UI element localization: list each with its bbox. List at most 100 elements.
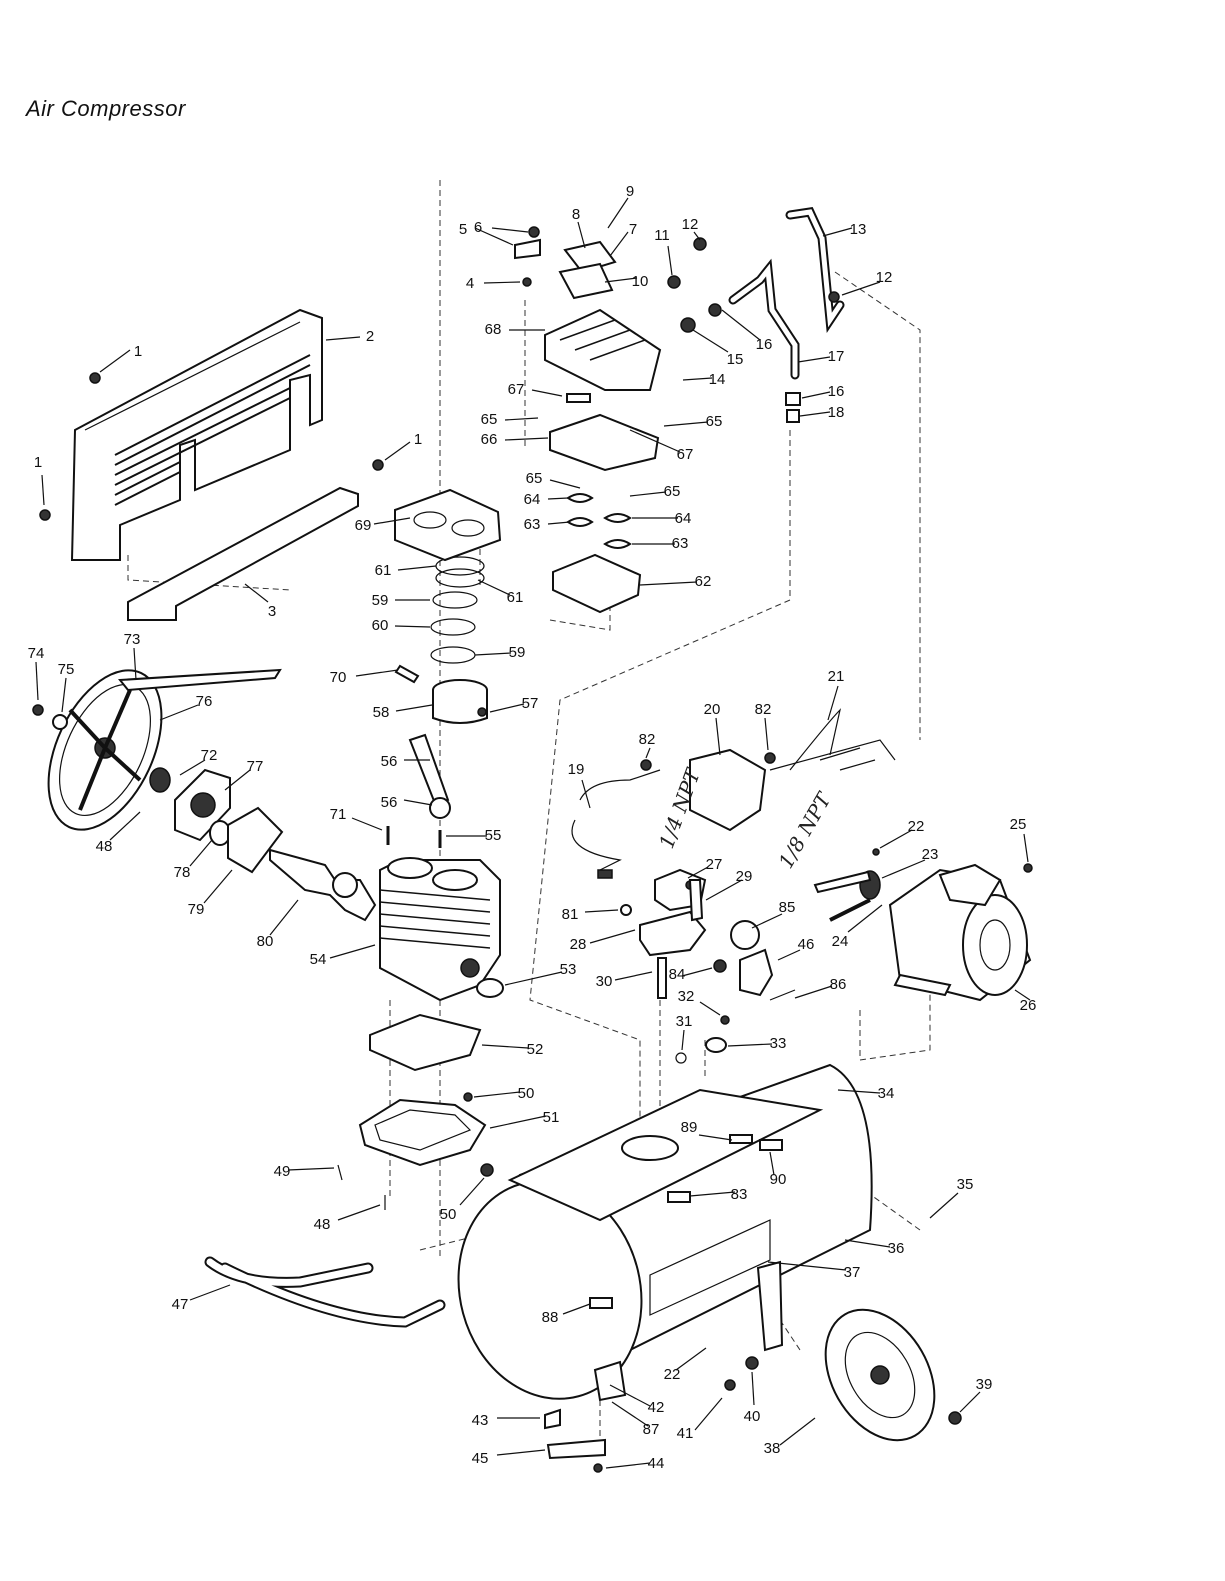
discharge-tube-part bbox=[667, 207, 845, 423]
callout-label-55: 55 bbox=[485, 827, 502, 844]
callout-label-25: 25 bbox=[1010, 816, 1027, 833]
callout-label-59: 59 bbox=[372, 592, 389, 609]
callout-label-53: 53 bbox=[560, 961, 577, 978]
callout-label-70: 70 bbox=[330, 669, 347, 686]
callout-label-50: 50 bbox=[518, 1085, 535, 1102]
callout-label-12: 12 bbox=[876, 269, 893, 286]
callout-label-49: 49 bbox=[274, 1163, 291, 1180]
bearing-housing-part bbox=[149, 767, 284, 874]
callout-label-42: 42 bbox=[648, 1399, 665, 1416]
callout-label-48: 48 bbox=[314, 1216, 331, 1233]
callout-label-66: 66 bbox=[481, 431, 498, 448]
callout-label-71: 71 bbox=[330, 806, 347, 823]
foot-bracket-part bbox=[544, 1408, 606, 1473]
electric-motor-part bbox=[813, 848, 1033, 1002]
callout-label-76: 76 bbox=[196, 693, 213, 710]
callout-label-37: 37 bbox=[844, 1264, 861, 1281]
callout-label-9: 9 bbox=[626, 183, 634, 200]
callout-label-74: 74 bbox=[28, 645, 45, 662]
callout-label-10: 10 bbox=[632, 273, 649, 290]
callout-label-86: 86 bbox=[830, 976, 847, 993]
callout-label-1: 1 bbox=[134, 343, 142, 360]
callout-label-2: 2 bbox=[366, 328, 374, 345]
callout-label-6: 6 bbox=[474, 219, 482, 236]
callout-label-87: 87 bbox=[643, 1421, 660, 1438]
callout-label-56: 56 bbox=[381, 794, 398, 811]
callout-label-24: 24 bbox=[832, 933, 849, 950]
callout-label-17: 17 bbox=[828, 348, 845, 365]
callout-label-82: 82 bbox=[755, 701, 772, 718]
callout-label-45: 45 bbox=[472, 1450, 489, 1467]
wheel-part bbox=[724, 1308, 962, 1442]
callout-label-52: 52 bbox=[527, 1041, 544, 1058]
callout-label-4: 4 bbox=[466, 275, 474, 292]
callout-label-8: 8 bbox=[572, 206, 580, 223]
callout-label-46: 46 bbox=[798, 936, 815, 953]
belt-guard-part bbox=[70, 308, 323, 561]
leader-lines bbox=[35, 197, 1031, 1469]
callout-label-80: 80 bbox=[257, 933, 274, 950]
callout-label-89: 89 bbox=[681, 1119, 698, 1136]
callout-label-18: 18 bbox=[828, 404, 845, 421]
callout-label-50: 50 bbox=[440, 1206, 457, 1223]
callout-label-23: 23 bbox=[922, 846, 939, 863]
callout-label-11: 11 bbox=[654, 227, 670, 244]
callout-label-41: 41 bbox=[677, 1425, 694, 1442]
callout-label-84: 84 bbox=[669, 966, 686, 983]
callout-label-73: 73 bbox=[124, 631, 141, 648]
callout-label-44: 44 bbox=[648, 1455, 665, 1472]
callout-label-65: 65 bbox=[706, 413, 723, 430]
callout-label-3: 3 bbox=[268, 603, 276, 620]
crankcase-part bbox=[337, 978, 504, 1210]
callout-label-32: 32 bbox=[678, 988, 695, 1005]
callout-label-67: 67 bbox=[677, 446, 694, 463]
callout-label-29: 29 bbox=[736, 868, 753, 885]
callout-label-69: 69 bbox=[355, 517, 372, 534]
handwritten-note-eighth-npt: 1/8 NPT bbox=[774, 787, 837, 872]
callout-label-22: 22 bbox=[664, 1366, 681, 1383]
callout-label-28: 28 bbox=[570, 936, 587, 953]
handle-part bbox=[204, 1256, 446, 1328]
callout-label-36: 36 bbox=[888, 1240, 905, 1257]
page-title: Air Compressor bbox=[26, 96, 186, 121]
callout-label-40: 40 bbox=[744, 1408, 761, 1425]
mounting-rail-part bbox=[127, 486, 359, 621]
piston-assembly-part bbox=[386, 488, 502, 848]
callout-label-39: 39 bbox=[976, 1376, 993, 1393]
callout-label-75: 75 bbox=[58, 661, 75, 678]
callout-label-35: 35 bbox=[957, 1176, 974, 1193]
callout-label-90: 90 bbox=[770, 1171, 787, 1188]
callout-label-22: 22 bbox=[908, 818, 925, 835]
callout-label-61: 61 bbox=[507, 589, 524, 606]
callout-label-31: 31 bbox=[676, 1013, 693, 1030]
callout-label-65: 65 bbox=[481, 411, 498, 428]
callout-label-15: 15 bbox=[727, 351, 744, 368]
callout-label-68: 68 bbox=[485, 321, 502, 338]
callout-label-60: 60 bbox=[372, 617, 389, 634]
flywheel-part bbox=[32, 668, 282, 831]
screw-part bbox=[39, 372, 384, 521]
callout-label-64: 64 bbox=[675, 510, 692, 527]
callout-label-47: 47 bbox=[172, 1296, 189, 1313]
callout-label-27: 27 bbox=[706, 856, 723, 873]
callout-label-12: 12 bbox=[682, 216, 699, 233]
callout-label-61: 61 bbox=[375, 562, 392, 579]
callout-label-51: 51 bbox=[543, 1109, 560, 1126]
callout-label-83: 83 bbox=[731, 1186, 748, 1203]
callout-label-56: 56 bbox=[381, 753, 398, 770]
callout-label-33: 33 bbox=[770, 1035, 787, 1052]
callout-label-43: 43 bbox=[472, 1412, 489, 1429]
callout-label-77: 77 bbox=[247, 758, 264, 775]
callout-label-19: 19 bbox=[568, 761, 585, 778]
callout-label-65: 65 bbox=[664, 483, 681, 500]
callout-label-72: 72 bbox=[201, 747, 218, 764]
callout-label-7: 7 bbox=[629, 221, 637, 238]
callout-label-88: 88 bbox=[542, 1309, 559, 1326]
callout-label-20: 20 bbox=[704, 701, 721, 718]
callout-label-5: 5 bbox=[459, 221, 467, 238]
callout-label-14: 14 bbox=[709, 371, 726, 388]
air-tank-part bbox=[457, 1063, 873, 1402]
callout-label-79: 79 bbox=[188, 901, 205, 918]
